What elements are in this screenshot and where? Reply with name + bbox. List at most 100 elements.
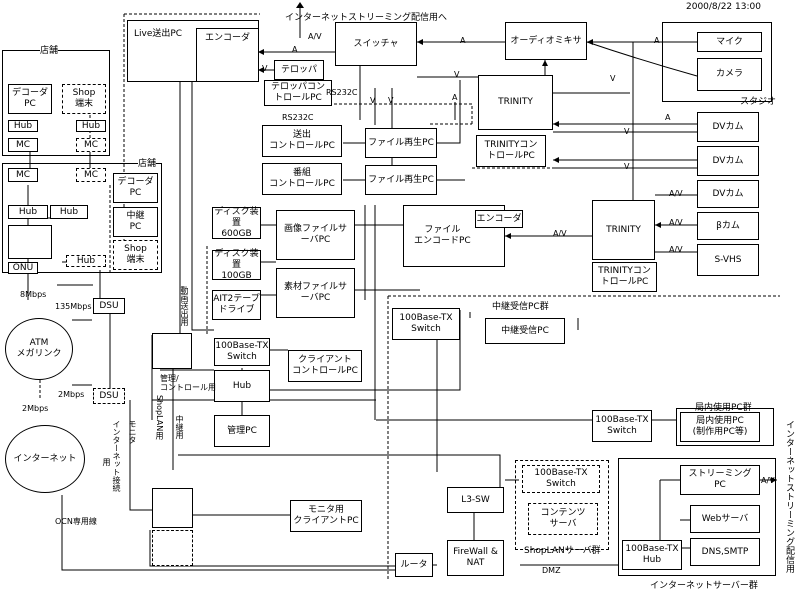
s-vhs: S-VHS — [697, 244, 759, 276]
v-label-3: V — [262, 64, 268, 73]
store-1-label: 店舗 — [40, 43, 59, 56]
hub-store-2c: Hub — [66, 255, 106, 267]
hub-internet: 100Base-TX Hub — [622, 540, 682, 570]
sending-ctrl-pc: 送出 コントロールPC — [262, 125, 342, 157]
v-label-4: V — [370, 96, 376, 105]
chukei-label: 中継用 — [175, 415, 184, 439]
beta-cam: βカム — [697, 212, 759, 240]
store-2-label: 店舗 — [138, 156, 157, 169]
mbps-2b-label: 2Mbps — [22, 404, 49, 413]
a-label-1: A — [460, 36, 466, 45]
client-ctrl-pc: クライアント コントロールPC — [288, 350, 362, 382]
monitor-label: モニタ — [128, 420, 137, 444]
shoplan-group-label: ShopLANサーバ群 — [524, 546, 601, 556]
dv-cam-1: DVカム — [697, 112, 759, 142]
switch-100-main: 100Base-TX Switch — [214, 338, 270, 366]
file-play-pc-1: ファイル再生PC — [365, 128, 437, 158]
mc-store-1b: MC — [76, 138, 106, 152]
rs232c-label-2: RS232C — [282, 113, 314, 122]
kanri-ctrl-label: 管理/ コントロール用 — [160, 374, 216, 392]
monitor-box-1 — [152, 488, 193, 528]
yo-label: 用 — [102, 458, 111, 466]
program-ctrl-pc: 番組 コントロールPC — [262, 163, 342, 195]
streaming-pc: ストリーミング PC — [680, 465, 760, 495]
router: ルータ — [395, 553, 433, 577]
dsu-2: DSU — [93, 388, 125, 404]
trinity-1-ctrl-pc: TRINITYコン トロールPC — [476, 135, 546, 167]
inet-stream-label-top: インターネットストリーミング配信用へ — [285, 13, 448, 23]
mic: マイク — [697, 32, 762, 52]
encoder-mid: エンコーダ — [475, 210, 523, 228]
dsu-1: DSU — [93, 298, 125, 314]
camera: カメラ — [697, 58, 762, 91]
mbps-2a-label: 2Mbps — [58, 390, 85, 399]
relay-pc-store-2: 中継 PC — [113, 207, 158, 237]
studio-group — [662, 22, 772, 102]
av-label-r2: A/V — [669, 218, 683, 227]
streaming-side-label: インターネットストリーミング配信用 — [784, 420, 794, 573]
hub-store-1a: Hub — [8, 120, 38, 132]
timestamp: 2000/8/22 13:00 — [686, 2, 761, 12]
av-label-top: A/V — [308, 32, 322, 41]
onu: ONU — [8, 262, 38, 274]
v-label-5: V — [388, 96, 394, 105]
av-label-r3: A/V — [669, 245, 683, 254]
switch-100-relay: 100Base-TX Switch — [392, 308, 460, 340]
a-label-5: A — [452, 93, 458, 102]
decoder-pc-2: デコーダ PC — [113, 173, 158, 203]
trinity-2-ctrl-pc: TRINITYコン トロールPC — [592, 262, 657, 292]
douga-sousin-label: 動画送出用 — [180, 286, 189, 326]
internet-cloud: インターネット — [5, 425, 85, 493]
file-play-pc-2: ファイル再生PC — [365, 165, 437, 195]
mc-store-2a: MC — [8, 168, 38, 182]
hub-store-2a: Hub — [8, 205, 48, 219]
store-2-device — [8, 225, 52, 259]
inhouse-group — [676, 408, 774, 446]
trinity-1: TRINITY — [478, 75, 553, 130]
a-label-4: A — [665, 113, 671, 122]
l3-switch: L3-SW — [447, 487, 504, 513]
rs232c-label-1: RS232C — [326, 88, 358, 97]
a-label-3: A — [292, 45, 298, 54]
shoplan-group — [515, 460, 609, 550]
hub-store-1b: Hub — [76, 120, 106, 132]
internet-servers-group — [618, 458, 776, 576]
telop-ctrl-pc: テロッパコン トロールPC — [264, 80, 332, 106]
inhouse-pc: 局内使用PC (制作用PC等) — [680, 412, 760, 442]
ocn-label: OCN専用線 — [55, 517, 97, 526]
mbps-8-label: 8Mbps — [20, 290, 47, 299]
av-label-r1: A/V — [669, 189, 683, 198]
admin-pc: 管理PC — [214, 415, 270, 447]
trinity-2: TRINITY — [592, 200, 655, 260]
inet-setsuzoku-label: インターネット接続 — [112, 420, 121, 492]
relay-recv-pc: 中継受信PC — [485, 318, 565, 344]
av-stream-label: A/V — [761, 476, 775, 485]
dv-cam-3: DVカム — [697, 180, 759, 208]
hub-store-2b: Hub — [50, 205, 88, 219]
decoder-pc-1: デコーダ PC — [8, 84, 52, 114]
image-file-server-pc: 画像ファイルサ ーバPC — [276, 210, 355, 260]
relay-recv-group-label: 中継受信PC群 — [492, 302, 549, 312]
dns-smtp-server: DNS,SMTP — [690, 538, 760, 566]
store-2-group — [2, 163, 162, 273]
dv-cam-2: DVカム — [697, 146, 759, 176]
mc-store-1a: MC — [8, 138, 38, 152]
monitor-client-pc: モニタ用 クライアントPC — [290, 500, 362, 532]
monitor-box-2 — [152, 530, 193, 566]
av-label-mid: A/V — [553, 229, 567, 238]
switch-shoplan: 100Base-TX Switch — [522, 465, 600, 493]
dmz-label: DMZ — [542, 566, 561, 575]
ait2-tape-drive: AIT2テープ ドライブ — [212, 290, 261, 320]
v-label-7: V — [624, 162, 630, 171]
v-label-6: V — [624, 127, 630, 136]
shop-terminal-2: Shop 端末 — [113, 240, 158, 270]
hub-main: Hub — [214, 370, 270, 402]
v-label-1: V — [454, 70, 460, 79]
video-send-box — [152, 333, 192, 369]
encoder-top: エンコーダ — [196, 28, 259, 82]
switcher: スイッチャ — [335, 22, 417, 66]
shoplan-label: ShopLAN用 — [155, 395, 164, 440]
web-server: Webサーバ — [690, 505, 760, 533]
internet-servers-group-label: インターネットサーバー群 — [650, 581, 758, 591]
